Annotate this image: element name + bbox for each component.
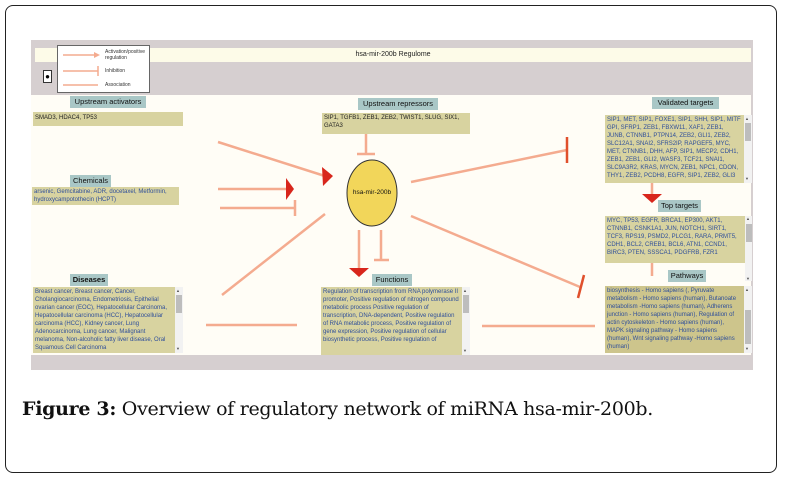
top-targets-scrollbar[interactable]: ▲▼ [745,216,752,281]
legend: Activation/positive regulation Inhibitio… [57,45,150,93]
diseases-label: Diseases [70,274,108,286]
validated-targets-text: SIP1, MET, SIP1, FOXE1, SIP1, SHH, SIP1,… [607,117,741,179]
arrowhead-functions [349,268,369,277]
top-targets-list[interactable]: MYC, TP53, EGFR, BRCA1, EP300, AKT1, CTN… [605,216,745,263]
upstream-repressors-list[interactable]: SIP1, TGFB1, ZEB1, ZEB2, TWIST1, SLUG, S… [322,113,470,134]
functions-label: Functions [372,274,412,286]
legend-activation: Activation/positive regulation [105,49,146,61]
edge-pathways [410,214,581,289]
edge-pathways-bar [576,274,586,299]
pathways-text: biosynthesis - Homo sapiens (, Pyruvate … [607,288,737,350]
caption-text: Overview of regulatory network of miRNA … [116,398,654,420]
upstream-repressors-label: Upstream repressors [358,98,438,110]
functions-text: Regulation of transcription from RNA pol… [323,289,459,343]
functions-list[interactable]: Regulation of transcription from RNA pol… [321,287,470,355]
caption-label: Figure 3: [22,398,117,420]
diseases-scrollbar[interactable]: ▲▼ [175,287,183,353]
figure-caption: Figure 3: Overview of regulatory network… [22,398,653,420]
mirna-node-label[interactable]: hsa-mir-200b [352,189,392,196]
diseases-list[interactable]: Breast cancer, Breast cancer, Cancer, Ch… [33,287,183,353]
edge-activators [217,140,329,179]
pathways-list[interactable]: biosynthesis - Homo sapiens (, Pyruvate … [605,286,752,353]
validated-targets-list[interactable]: SIP1, MET, SIP1, FOXE1, SIP1, SHH, SIP1,… [605,115,752,183]
edge-diseases [221,213,326,296]
top-targets-label: Top targets [658,200,701,212]
functions-scrollbar[interactable]: ▲▼ [462,287,470,355]
legend-symbols [63,52,100,86]
legend-association: Association [105,82,131,88]
diseases-text: Breast cancer, Breast cancer, Cancer, Ch… [35,289,168,351]
chemicals-list[interactable]: arsenic, Gemcitabine, ADR, docetaxel, Me… [32,187,179,205]
chemicals-label: Chemicals [70,175,111,187]
legend-inhibition: Inhibition [105,68,126,74]
validated-targets-label: Validated targets [652,97,719,109]
pin-icon[interactable]: ● [43,70,52,83]
upstream-activators-list[interactable]: SMAD3, HDAC4, TP53 [33,112,183,126]
mirna-node [346,159,398,227]
validated-targets-scrollbar[interactable]: ▲▼ [744,115,752,183]
arrowhead-toptargets [642,194,662,203]
pathways-scrollbar[interactable]: ▲▼ [744,286,752,353]
arrowhead-activators [322,167,333,186]
arrowhead-chemicals [286,178,294,200]
figure-frame [5,5,777,473]
upstream-activators-label: Upstream activators [70,96,146,108]
window-title: hsa-mir-200b Regulome [35,48,751,62]
edge-validated [410,148,568,184]
pathways-label: Pathways [668,270,706,282]
